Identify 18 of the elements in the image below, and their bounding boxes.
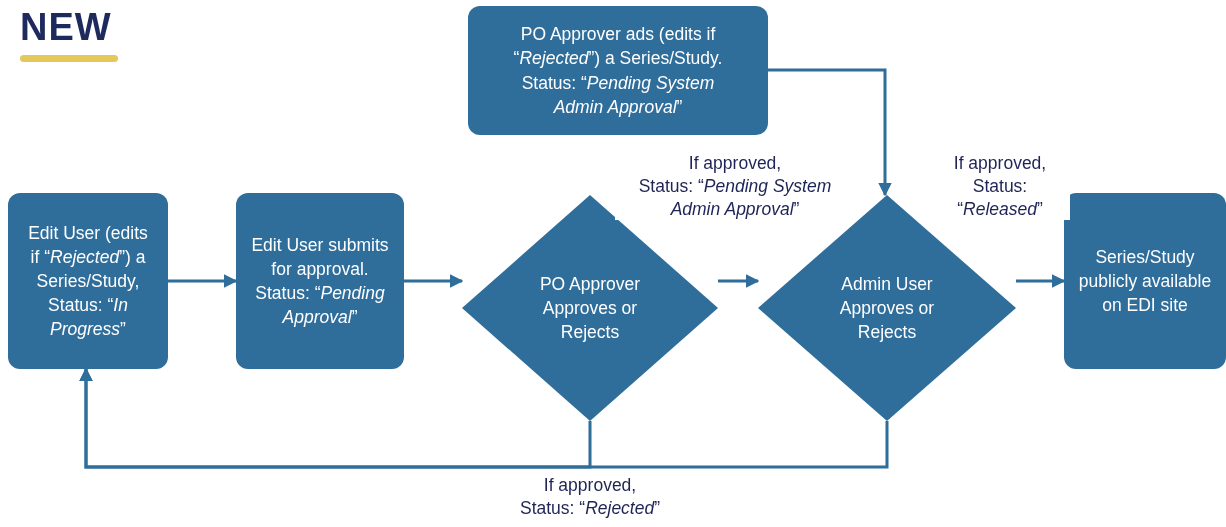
process-box	[8, 193, 168, 369]
node-text: PO Approver ads (edits if “Rejected”) a Series/Study. Status: “Pending System Admin Approval”	[512, 23, 724, 119]
arrow	[168, 274, 238, 288]
node-text: Admin User Approves or Rejects	[838, 272, 936, 345]
process-box	[1064, 193, 1226, 369]
arrow	[718, 274, 760, 288]
process-box	[236, 193, 404, 369]
arrow	[79, 367, 889, 469]
process-box	[468, 6, 768, 135]
title: NEW	[20, 6, 112, 49]
node-text: PO Approver Approves or Rejects	[538, 272, 642, 345]
node-text: Series/Study publicly available on EDI site	[1078, 245, 1212, 318]
decision-diamond	[462, 195, 718, 421]
arrow	[1016, 274, 1066, 288]
node-text: Edit User (edits if “Rejected”) a Series/Study, Status: “In Progress”	[27, 221, 149, 342]
node-text: Edit User submits for approval. Status: “Pending Approval”	[250, 233, 390, 330]
arrow	[404, 274, 464, 288]
arrow	[768, 68, 892, 197]
